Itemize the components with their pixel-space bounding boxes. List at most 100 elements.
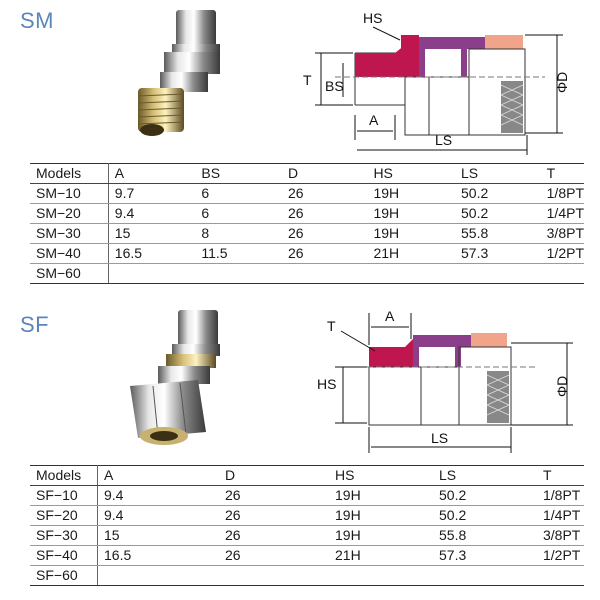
cell-model: SM−60 xyxy=(30,263,109,284)
sm-label-a: A xyxy=(369,112,379,128)
sm-col-models: Models xyxy=(30,163,109,184)
table-row: SM−40 16.5 11.5 26 21H 57.3 1/2PT xyxy=(30,243,584,264)
sm-col-d: D xyxy=(281,163,368,184)
table-row: SF−40 16.5 26 21H 57.3 1/2PT xyxy=(30,545,584,566)
cell-model: SM−10 xyxy=(30,183,109,204)
table-row: SM−20 9.4 6 26 19H 50.2 1/4PT xyxy=(30,203,584,224)
cell-model: SF−60 xyxy=(30,565,98,586)
cell-bs: 8 xyxy=(195,223,282,244)
cell-a: 16.5 xyxy=(97,545,219,566)
cell-hs: 19H xyxy=(329,525,433,546)
cell-a: 16.5 xyxy=(108,243,196,264)
cell-d: 26 xyxy=(281,243,368,264)
cell-a xyxy=(97,565,219,586)
cell-model: SM−30 xyxy=(30,223,109,244)
cell-t: 1/4PT xyxy=(537,505,584,526)
cell-ls: 50.2 xyxy=(455,203,541,224)
cell-hs xyxy=(367,263,455,284)
cell-t xyxy=(540,263,584,284)
table-row: SM−30 15 8 26 19H 55.8 3/8PT xyxy=(30,223,584,244)
cell-a: 15 xyxy=(108,223,196,244)
cell-ls: 50.2 xyxy=(433,505,537,526)
sf-label-ls: LS xyxy=(431,430,448,446)
cell-ls xyxy=(433,565,537,586)
cell-t: 1/2PT xyxy=(537,545,584,566)
cell-ls: 57.3 xyxy=(455,243,541,264)
cell-model: SF−40 xyxy=(30,545,98,566)
sf-coupler-photo xyxy=(130,310,220,445)
cell-hs: 19H xyxy=(367,223,455,244)
sf-label-phid: ΦD xyxy=(554,376,570,397)
sm-table-header: Models A BS D HS LS T xyxy=(30,163,584,184)
table-row: SF−60 xyxy=(30,565,584,586)
cell-hs: 21H xyxy=(367,243,455,264)
sf-label-hs: HS xyxy=(317,376,336,392)
cell-d: 26 xyxy=(219,505,329,526)
cell-a: 9.4 xyxy=(97,485,219,506)
sm-col-hs: HS xyxy=(367,163,455,184)
sm-label-hs: HS xyxy=(363,10,382,26)
cell-t: 1/8PT xyxy=(540,183,584,204)
cell-t: 1/8PT xyxy=(537,485,584,506)
cell-hs: 19H xyxy=(329,485,433,506)
sm-label-phid: ΦD xyxy=(554,72,570,93)
cell-d: 26 xyxy=(219,485,329,506)
sf-section-title: SF xyxy=(20,312,50,337)
sf-table-header: Models A D HS LS T xyxy=(30,465,584,486)
cell-model: SF−10 xyxy=(30,485,98,506)
table-row: SM−10 9.7 6 26 19H 50.2 1/8PT xyxy=(30,183,584,204)
cell-hs: 21H xyxy=(329,545,433,566)
table-row: SF−10 9.4 26 19H 50.2 1/8PT xyxy=(30,485,584,506)
sf-label-a: A xyxy=(385,308,395,324)
sm-section-title: SM xyxy=(20,8,54,33)
cell-a: 15 xyxy=(97,525,219,546)
cell-a xyxy=(108,263,196,284)
cell-model: SF−20 xyxy=(30,505,98,526)
cell-model: SM−20 xyxy=(30,203,109,224)
cell-d: 26 xyxy=(219,545,329,566)
cell-ls: 55.8 xyxy=(455,223,541,244)
cell-ls xyxy=(455,263,541,284)
cell-hs xyxy=(329,565,433,586)
sm-col-bs: BS xyxy=(195,163,282,184)
sm-label-t: T xyxy=(303,72,312,88)
sf-label-t: T xyxy=(327,318,336,334)
cell-t: 1/4PT xyxy=(540,203,584,224)
cell-bs: 6 xyxy=(195,183,282,204)
sm-spec-table: Models A BS D HS LS T SM−10 9.7 6 26 19H… xyxy=(30,163,584,284)
sf-col-models: Models xyxy=(30,465,98,486)
cell-ls: 57.3 xyxy=(433,545,537,566)
cell-d: 26 xyxy=(281,183,368,204)
cell-d: 26 xyxy=(219,525,329,546)
sf-col-ls: LS xyxy=(433,465,537,486)
sf-spec-table: Models A D HS LS T SF−10 9.4 26 19H 50.2… xyxy=(30,465,584,586)
cell-ls: 55.8 xyxy=(433,525,537,546)
sm-dimension-drawing: HS T BS A LS ΦD xyxy=(303,10,570,155)
sm-label-ls: LS xyxy=(435,132,452,148)
sm-label-bs: BS xyxy=(325,78,344,94)
cell-model: SM−40 xyxy=(30,243,109,264)
cell-a: 9.4 xyxy=(108,203,196,224)
sf-dimension-drawing: T A HS LS ΦD xyxy=(317,308,573,453)
table-row: SM−60 xyxy=(30,263,584,284)
cell-d: 26 xyxy=(281,203,368,224)
cell-t xyxy=(537,565,584,586)
sf-col-t: T xyxy=(537,465,584,486)
table-row: SF−30 15 26 19H 55.8 3/8PT xyxy=(30,525,584,546)
cell-ls: 50.2 xyxy=(455,183,541,204)
sf-col-hs: HS xyxy=(329,465,433,486)
cell-model: SF−30 xyxy=(30,525,98,546)
sm-coupler-photo xyxy=(137,10,220,136)
sm-col-ls: LS xyxy=(455,163,541,184)
cell-a: 9.4 xyxy=(97,505,219,526)
cell-hs: 19H xyxy=(329,505,433,526)
cell-d: 26 xyxy=(281,223,368,244)
cell-t: 3/8PT xyxy=(540,223,584,244)
cell-bs xyxy=(195,263,282,284)
cell-a: 9.7 xyxy=(108,183,196,204)
cell-hs: 19H xyxy=(367,183,455,204)
sm-col-a: A xyxy=(108,163,196,184)
cell-t: 1/2PT xyxy=(540,243,584,264)
cell-bs: 6 xyxy=(195,203,282,224)
sf-col-d: D xyxy=(219,465,329,486)
